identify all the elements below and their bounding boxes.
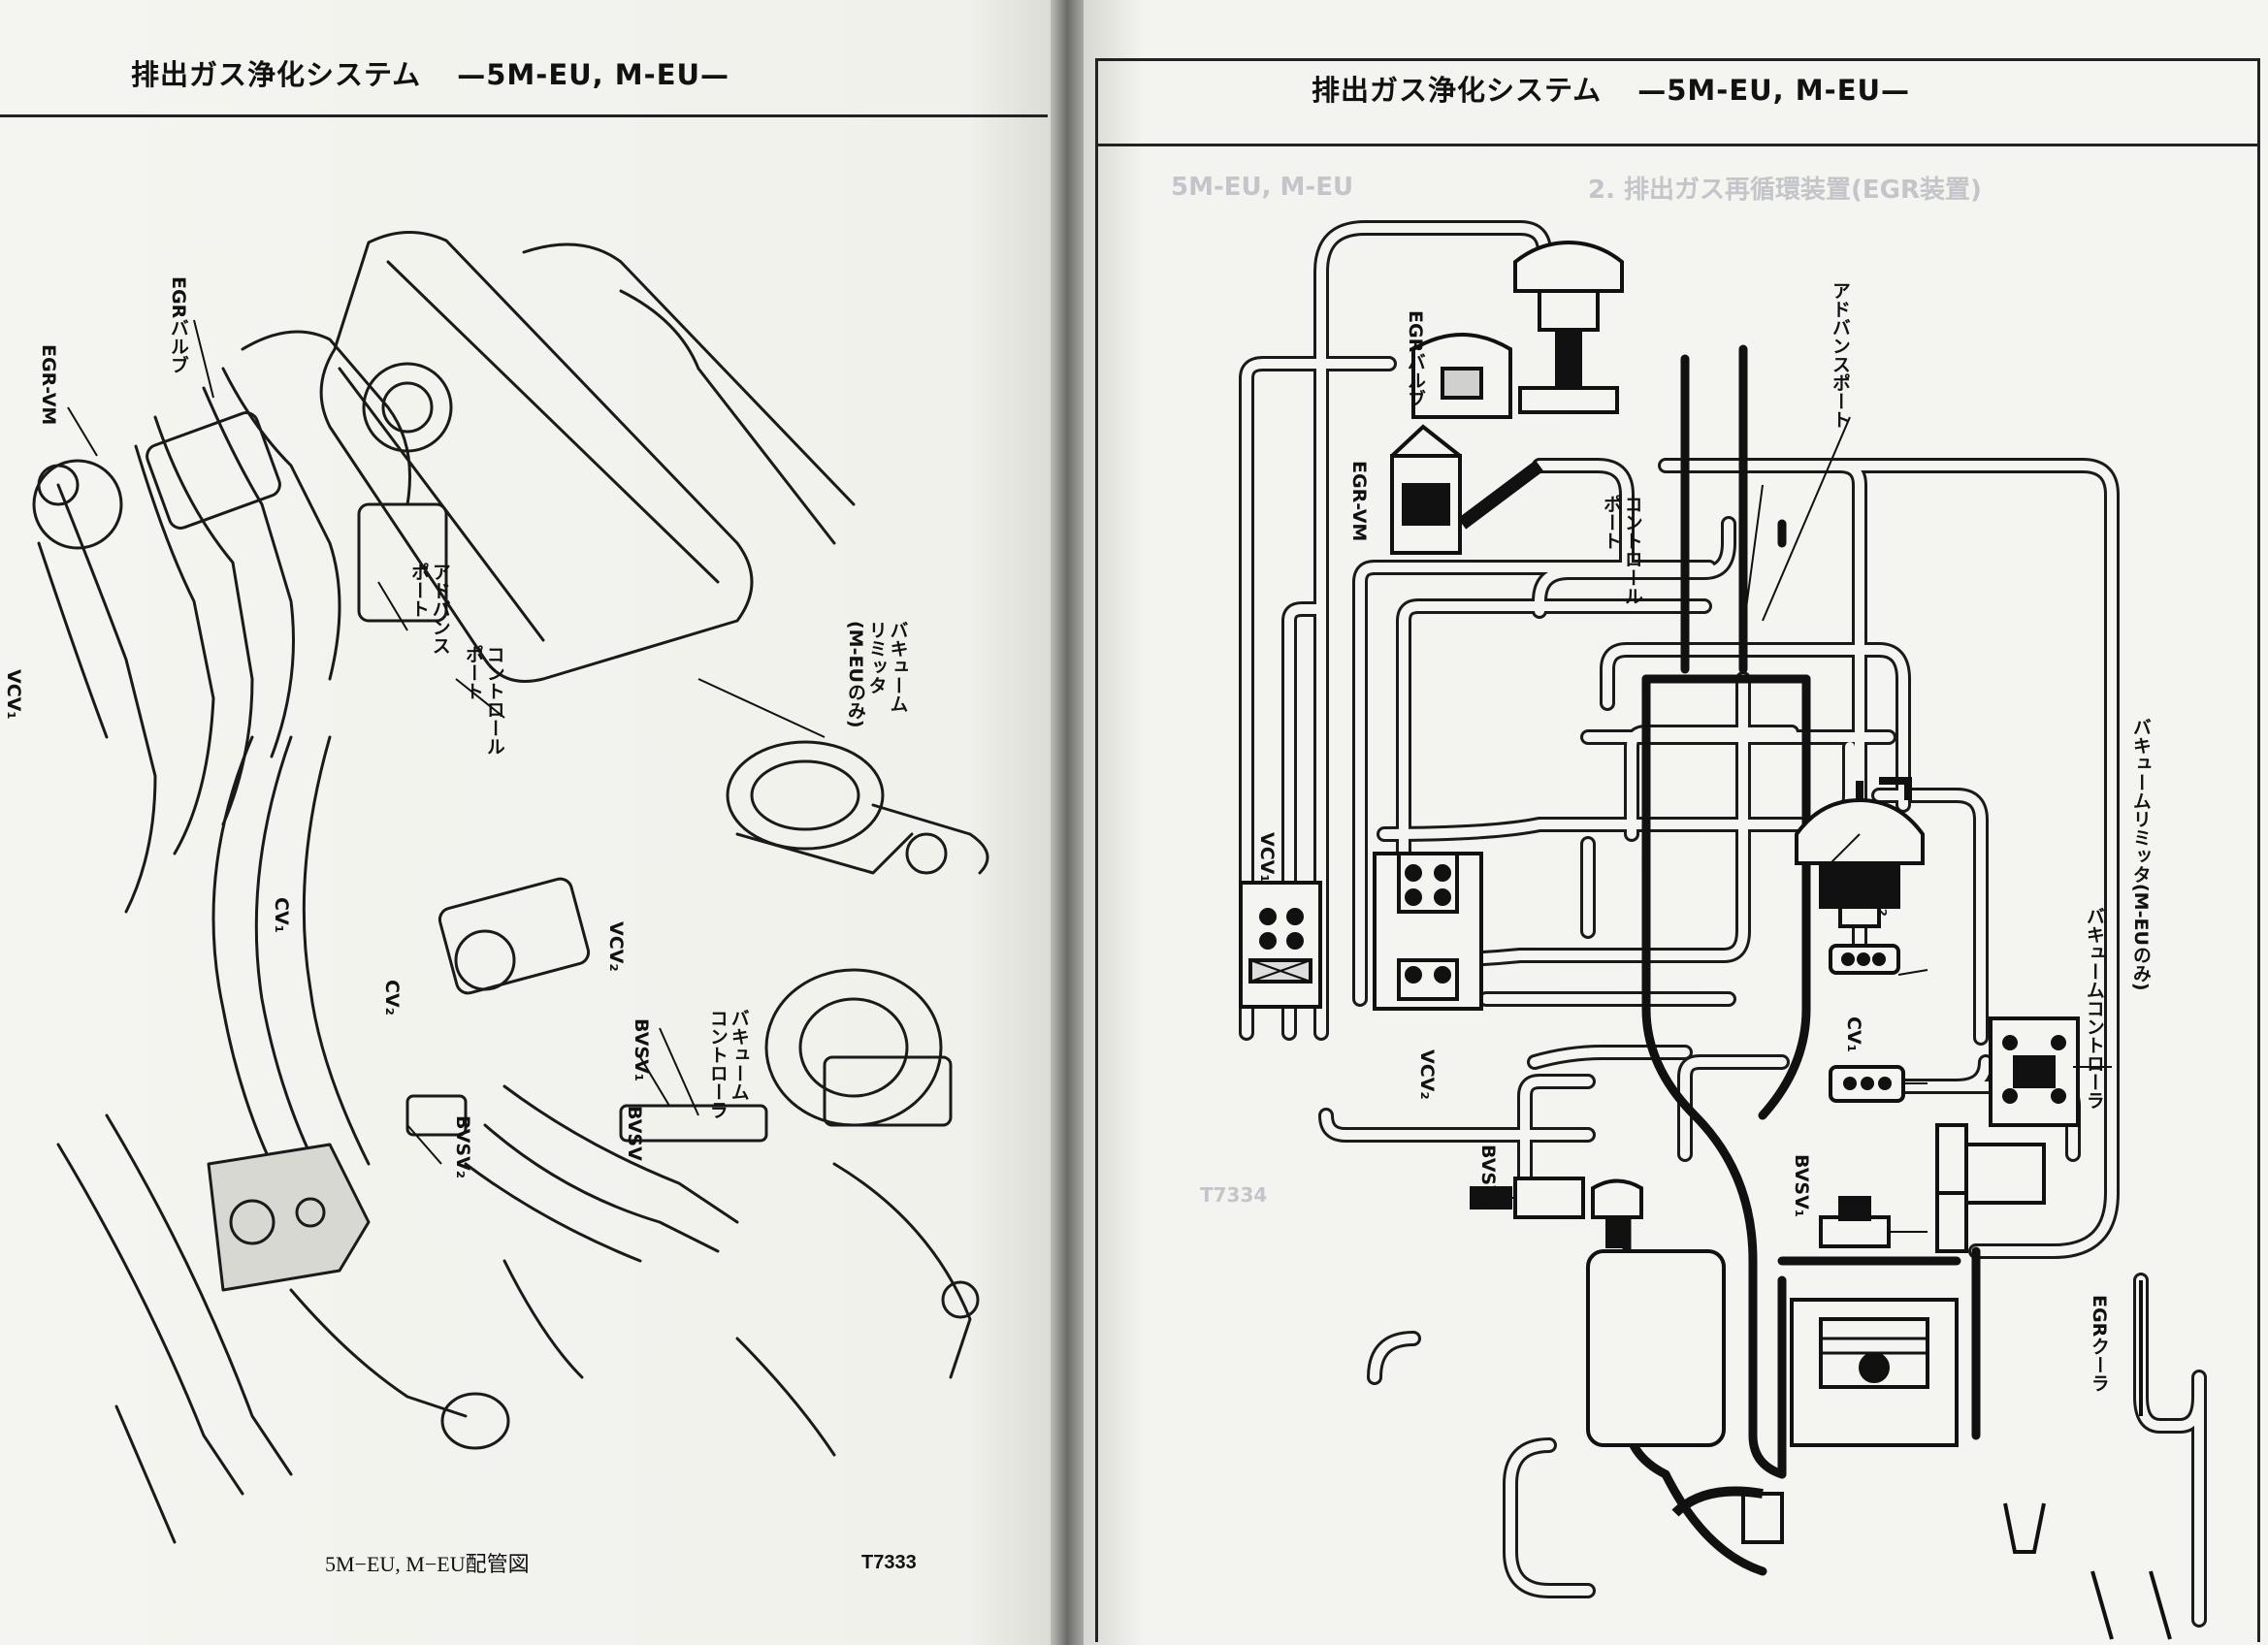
left-label-vcv2: VCV₂ (604, 921, 627, 972)
left-label-vacuum-limiter: バキューム リミッタ (M-EUのみ) (844, 621, 909, 728)
right-label-egr-vm: EGR-VM (1347, 461, 1370, 542)
right-label-bvsv2: BVSV₂ (1476, 1145, 1499, 1209)
right-label-advance-port: アドバンスポート (1829, 281, 1851, 429)
left-header-rule (0, 114, 1048, 117)
right-label-vacuum-limiter: バキュームリミッタ(M-EUのみ) (2129, 718, 2152, 991)
left-label-cv2: CV₂ (380, 980, 403, 1016)
left-page: 排出ガス浄化システム —5M-EU, M-EU— (0, 0, 1051, 1645)
left-label-bvsv2: BVSV₂ (451, 1115, 473, 1179)
right-label-vacuum-controller: バキュームコントローラ (2083, 907, 2105, 1110)
right-label-control-port: コントロール ポート (1600, 495, 1643, 605)
right-header-rule (1095, 144, 2257, 146)
book-gutter (1051, 0, 1084, 1645)
bleed-through-subheading: 5M-EU, M-EU (1171, 173, 1354, 202)
right-label-egr-valve: EGRバルブ (1404, 310, 1426, 408)
right-header-title: 排出ガス浄化システム —5M-EU, M-EU— (1312, 74, 1911, 107)
right-label-cv1: CV₁ (1842, 1016, 1864, 1052)
right-label-cv2: CV₂ (1873, 881, 1895, 917)
right-page: 排出ガス浄化システム —5M-EU, M-EU— 2. 排出ガス再循環装置(EG… (1084, 0, 2268, 1645)
right-label-egr-cooler: EGRクーラ (2088, 1295, 2110, 1393)
left-header-title: 排出ガス浄化システム —5M-EU, M-EU— (131, 58, 730, 91)
left-label-bvsv: BVSV (623, 1106, 645, 1161)
left-figure-caption: 5M−EU, M−EU配管図 (325, 1552, 530, 1576)
left-label-advance-port: アドバンス ポート (407, 563, 451, 655)
bleed-through-code: T7334 (1200, 1183, 1268, 1207)
engine-piping-illustration (32, 231, 989, 1544)
left-label-egr-vm: EGR-VM (37, 344, 59, 426)
right-label-vcv1: VCV₁ (1255, 832, 1278, 883)
left-label-egr-valve: EGRバルブ (167, 276, 189, 374)
left-label-vacuum-controller: バキューム コントローラ (706, 1009, 750, 1119)
right-label-vcv2: VCV₂ (1415, 1049, 1438, 1100)
right-label-bvsv1: BVSV₁ (1790, 1154, 1812, 1218)
left-label-vcv1: VCV₁ (2, 669, 24, 720)
right-page-frame (1095, 58, 2260, 1642)
left-label-control-port: コントロール ポート (462, 645, 505, 756)
left-figure-code: T7333 (861, 1552, 917, 1573)
left-label-cv1: CV₁ (270, 897, 292, 933)
bleed-through-heading: 2. 排出ガス再循環装置(EGR装置) (1588, 176, 1982, 205)
left-label-bvsv1: BVSV₁ (630, 1018, 652, 1082)
egr-system-diagram (1239, 220, 2207, 1640)
